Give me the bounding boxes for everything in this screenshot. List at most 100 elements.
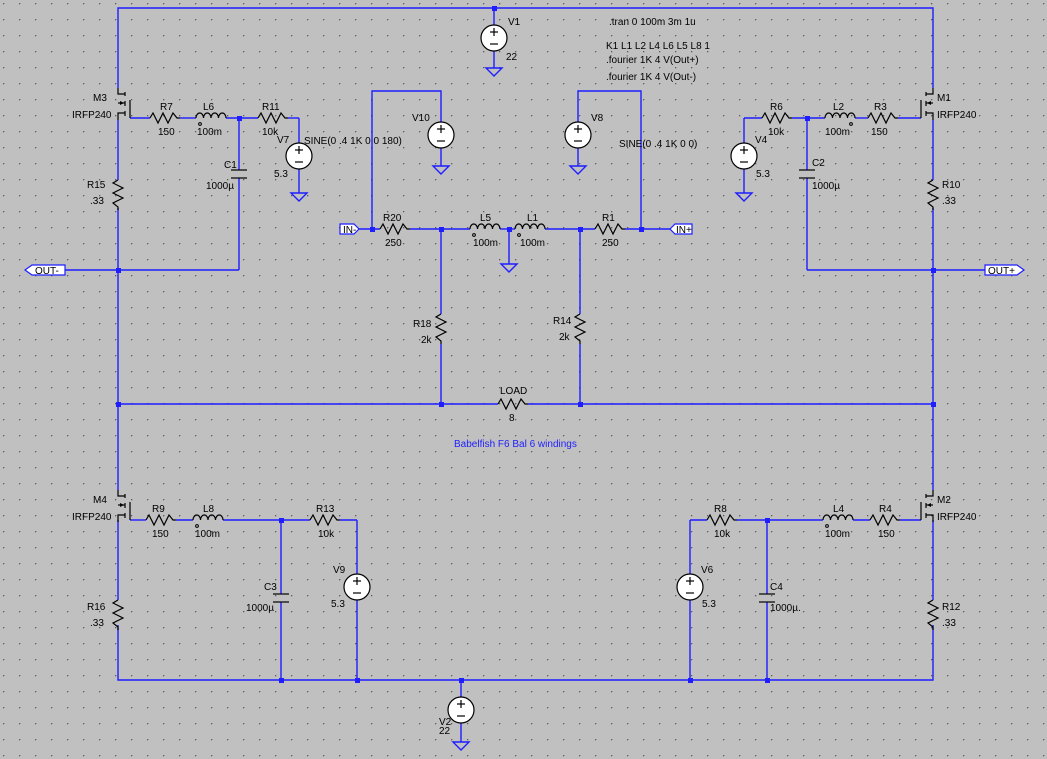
v9-value: 5.3 <box>331 599 345 610</box>
port-out-minus[interactable]: OUT- <box>23 264 66 277</box>
inductor-l2-symbol <box>824 112 856 119</box>
l1-value: 100m <box>520 238 545 249</box>
l5-name: L5 <box>480 213 492 224</box>
l5-value: 100m <box>473 238 498 249</box>
tran-directive[interactable]: .tran 0 100m 3m 1u <box>609 17 696 28</box>
port-in-plus[interactable]: IN+ <box>669 223 693 236</box>
v10-name: V10 <box>412 113 430 124</box>
inductors <box>192 112 856 528</box>
phase-dot <box>472 233 476 237</box>
resistor-r16-symbol <box>111 599 125 630</box>
voltage-source-v10-symbol <box>427 121 455 149</box>
r18-name: R18 <box>413 319 432 330</box>
resistor-r3-symbol <box>867 111 898 125</box>
mosfet-m3-symbol <box>117 88 131 120</box>
l8-name: L8 <box>203 504 215 515</box>
voltage-source-v9-symbol <box>343 573 371 601</box>
resistor-r9-symbol <box>145 513 176 527</box>
v8-name: V8 <box>591 113 604 124</box>
r1-name: R1 <box>602 213 615 224</box>
l8-value: 100m <box>195 529 220 540</box>
port-in-minus-label: IN- <box>343 225 356 236</box>
voltage-source-v7-symbol <box>285 142 313 170</box>
c3-name: C3 <box>264 582 277 593</box>
inductor-l4-symbol <box>822 514 854 521</box>
c1-name: C1 <box>224 160 237 171</box>
r9-value: 150 <box>152 529 169 540</box>
component-labels: V1 22 V2 22 V7 SINE(0 .4 1K 0 0 180) 5.3… <box>72 17 977 737</box>
ground-icon <box>484 67 504 77</box>
v2-value: 22 <box>439 726 451 737</box>
port-in-minus[interactable]: IN- <box>339 223 360 236</box>
v6-value: 5.3 <box>702 599 716 610</box>
spice-directives[interactable]: .tran 0 100m 3m 1u K1 L1 L2 L4 L6 L5 L8 … <box>606 17 710 83</box>
r15-name: R15 <box>87 180 106 191</box>
r13-name: R13 <box>316 504 335 515</box>
wires <box>65 7 985 742</box>
v9-name: V9 <box>333 565 346 576</box>
r4-name: R4 <box>879 504 892 515</box>
inductor-l1-symbol <box>514 223 546 230</box>
r11-name: R11 <box>262 102 280 113</box>
c4-name: C4 <box>770 582 783 593</box>
m2-model: IRFP240 <box>937 512 977 523</box>
load-name: LOAD <box>500 386 527 397</box>
mosfet-m2-symbol <box>920 490 934 522</box>
r11-value: 10k <box>262 127 279 138</box>
m3-model: IRFP240 <box>72 110 112 121</box>
r7-name: R7 <box>160 102 173 113</box>
r10-value: .33 <box>942 196 956 207</box>
resistor-load-symbol <box>497 397 528 411</box>
m4-model: IRFP240 <box>72 512 112 523</box>
ground-icon <box>734 192 754 202</box>
port-in-plus-label: IN+ <box>676 225 692 236</box>
v1-value: 22 <box>506 52 518 63</box>
m1-model: IRFP240 <box>937 110 977 121</box>
resistors <box>111 111 940 630</box>
r15-value: .33 <box>90 196 104 207</box>
resistor-r10-symbol <box>926 179 940 210</box>
resistor-r6-symbol <box>761 111 792 125</box>
mosfet-m1-symbol <box>920 88 934 120</box>
r10-name: R10 <box>942 180 961 191</box>
r12-value: .33 <box>942 618 956 629</box>
r16-value: .33 <box>90 618 104 629</box>
ground-icon <box>431 165 451 175</box>
capacitor-c3-symbol <box>273 593 289 603</box>
junction-dots <box>116 6 936 683</box>
ground-icon <box>451 741 471 751</box>
r9-name: R9 <box>152 504 165 515</box>
resistor-r20-symbol <box>379 222 410 236</box>
m1-name: M1 <box>937 93 951 104</box>
port-out-minus-label: OUT- <box>35 266 59 277</box>
r14-value: 2k <box>559 332 571 343</box>
phase-dot <box>195 524 199 528</box>
resistor-r13-symbol <box>309 513 340 527</box>
port-out-plus[interactable]: OUT+ <box>984 264 1026 277</box>
r18-value: 2k <box>421 335 433 346</box>
coupling-directive[interactable]: K1 L1 L2 L4 L6 L5 L8 1 <box>606 41 710 52</box>
phase-dot <box>517 233 521 237</box>
c2-value: 1000µ <box>812 181 840 192</box>
resistor-r11-symbol <box>257 111 288 125</box>
l6-name: L6 <box>203 102 215 113</box>
l6-value: 100m <box>197 127 222 138</box>
v4-name: V4 <box>755 135 768 146</box>
r4-value: 150 <box>878 529 895 540</box>
inductor-l6-symbol <box>195 112 227 119</box>
resistor-r4-symbol <box>869 513 900 527</box>
m3-name: M3 <box>93 93 107 104</box>
resistor-r14-symbol <box>573 313 587 344</box>
r3-name: R3 <box>874 102 887 113</box>
voltage-source-v1-symbol <box>480 24 508 52</box>
fourier-out-minus-directive[interactable]: .fourier 1K 4 V(Out-) <box>606 72 696 83</box>
fourier-out-plus-directive[interactable]: .fourier 1K 4 V(Out+) <box>606 55 699 66</box>
l4-name: L4 <box>833 504 845 515</box>
inductor-l5-symbol <box>469 223 501 230</box>
r12-name: R12 <box>942 602 961 613</box>
voltage-source-v6-symbol <box>676 573 704 601</box>
schematic-comment[interactable]: Babelfish F6 Bal 6 windings <box>454 439 577 450</box>
ground-icon <box>499 263 519 273</box>
